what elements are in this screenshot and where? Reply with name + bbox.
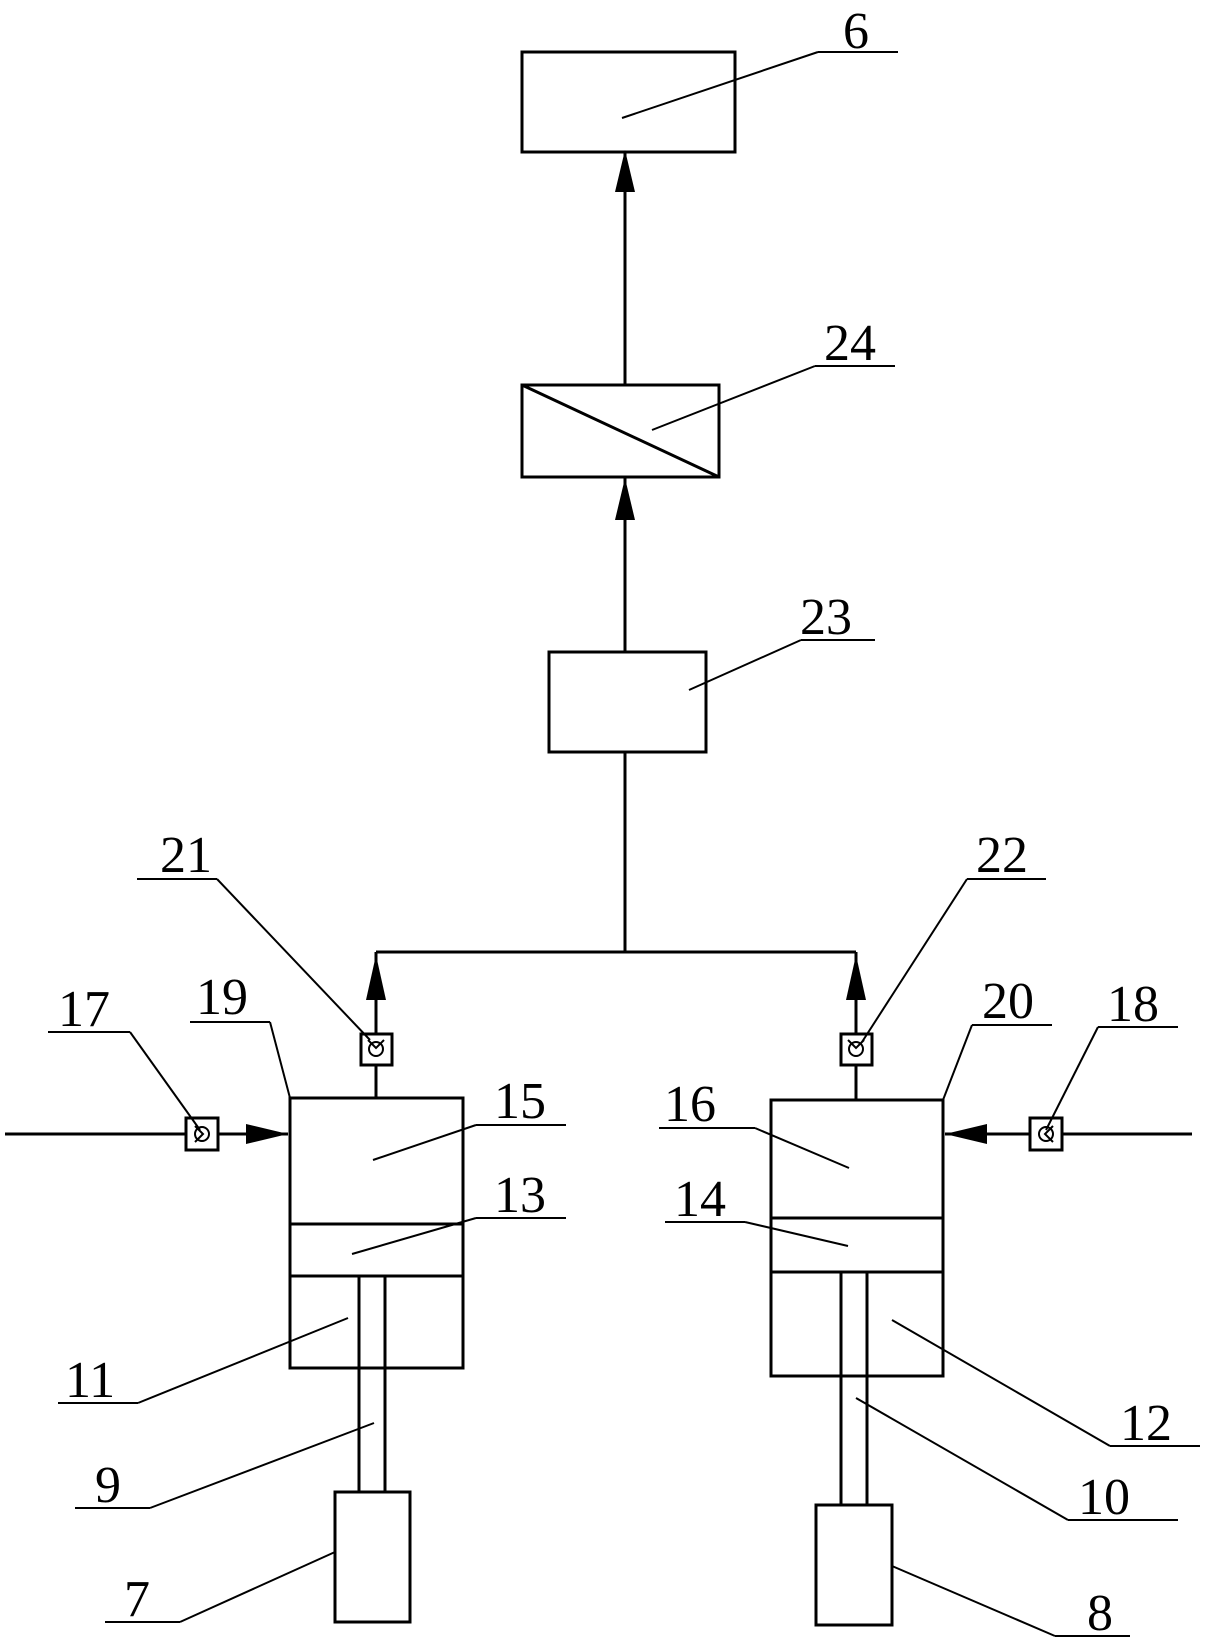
label-20: 20 (982, 973, 1034, 1030)
arrow-up-21 (366, 955, 386, 1000)
label-11: 11 (65, 1352, 115, 1409)
label-18: 18 (1107, 976, 1159, 1033)
leader-lines (48, 51, 1200, 1637)
label-15: 15 (494, 1073, 546, 1130)
arrow-up-22 (846, 955, 866, 1000)
arrow-into-cylinder-right (945, 1124, 987, 1144)
label-22: 22 (976, 827, 1028, 884)
check-valve-21-icon (359, 1032, 394, 1067)
label-12: 12 (1120, 1395, 1172, 1452)
box-24-diagonal (521, 383, 720, 479)
label-17: 17 (58, 981, 110, 1038)
arrow-into-6 (615, 150, 635, 192)
check-valve-18-icon (1028, 1116, 1064, 1152)
label-8: 8 (1087, 1585, 1113, 1640)
check-valve-22-icon (839, 1032, 874, 1067)
label-19: 19 (196, 969, 248, 1026)
label-14: 14 (674, 1171, 726, 1228)
label-10: 10 (1078, 1469, 1130, 1526)
label-13: 13 (494, 1167, 546, 1224)
box-23 (547, 650, 708, 754)
label-16: 16 (664, 1076, 716, 1133)
cylinder-left-body (288, 1096, 465, 1370)
label-7: 7 (124, 1571, 150, 1628)
label-23: 23 (800, 589, 852, 646)
actuator-8 (814, 1503, 894, 1627)
arrow-into-24 (615, 478, 635, 520)
label-6: 6 (843, 3, 869, 60)
label-24: 24 (824, 315, 876, 372)
actuator-7 (333, 1490, 412, 1624)
arrow-into-cylinder-left (246, 1124, 288, 1144)
label-9: 9 (95, 1457, 121, 1514)
box-6 (520, 50, 737, 154)
label-21: 21 (160, 827, 212, 884)
check-valve-17-icon (184, 1116, 220, 1152)
